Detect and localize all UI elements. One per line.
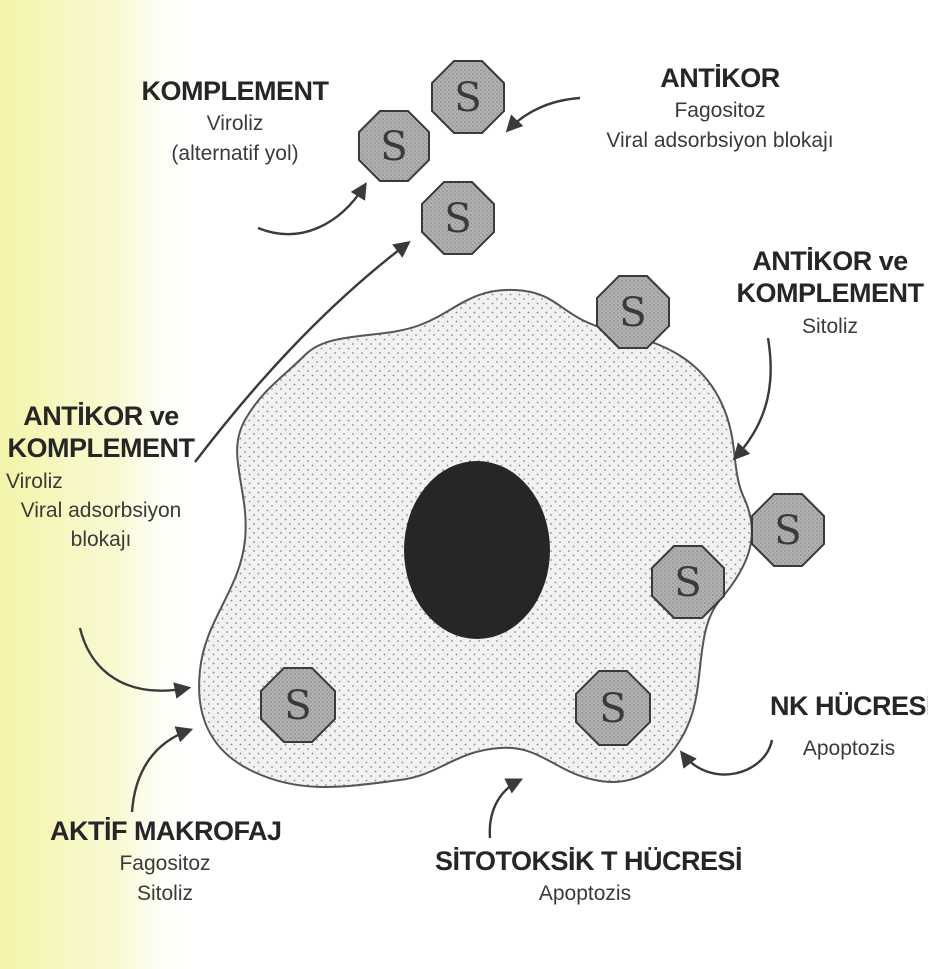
virus-particle: S: [576, 671, 650, 745]
label-title: NK HÜCRESİ: [770, 690, 928, 722]
label-line: Viroliz: [6, 469, 196, 494]
virus-particle: S: [652, 546, 724, 618]
virus-label: S: [674, 560, 701, 606]
arrow-sitotoksik-t: [490, 780, 520, 838]
arrow-komplement-top: [258, 185, 365, 234]
label-line: Sitoliz: [50, 881, 280, 906]
virus-particle: S: [752, 494, 824, 566]
label-aktif-makrofaj: AKTİF MAKROFAJ Fagositoz Sitoliz: [50, 815, 280, 906]
label-title: KOMPLEMENT: [140, 75, 330, 107]
virus-label: S: [599, 686, 626, 732]
virus-particle: S: [359, 111, 429, 181]
label-antikor-komplement-left: ANTİKOR ve KOMPLEMENT Viroliz Viral adso…: [6, 400, 196, 552]
virus-particle: S: [432, 61, 504, 133]
virus-label: S: [444, 196, 471, 242]
label-title: KOMPLEMENT: [6, 432, 196, 464]
label-komplement-top: KOMPLEMENT Viroliz (alternatif yol): [140, 75, 330, 166]
label-line: Apoptozis: [770, 736, 928, 761]
label-title: SİTOTOKSİK T HÜCRESİ: [435, 845, 735, 877]
label-line: Fagositoz: [50, 851, 280, 876]
arrow-antikor-komplement-right: [735, 338, 771, 458]
label-line: Viral adsorbsiyon blokajı: [590, 128, 850, 153]
virus-label: S: [774, 508, 801, 554]
virus-particle: S: [422, 182, 494, 254]
label-title: ANTİKOR ve: [735, 245, 925, 277]
label-line: Viroliz: [140, 111, 330, 136]
label-line: Fagositoz: [590, 98, 850, 123]
label-line: Apoptozis: [435, 881, 735, 906]
label-line: Sitoliz: [735, 314, 925, 339]
virus-label: S: [380, 124, 407, 170]
virus-label: S: [619, 290, 646, 336]
cell-nucleus: [404, 461, 550, 639]
label-antikor-top: ANTİKOR Fagositoz Viral adsorbsiyon blok…: [590, 62, 850, 153]
label-line: (alternatif yol): [140, 141, 330, 166]
virus-label: S: [284, 683, 311, 729]
label-line: Viral adsorbsiyon: [6, 498, 196, 523]
label-title: ANTİKOR: [590, 62, 850, 94]
label-antikor-komplement-right: ANTİKOR ve KOMPLEMENT Sitoliz: [735, 245, 925, 339]
label-title: ANTİKOR ve: [6, 400, 196, 432]
label-line: blokajı: [6, 527, 196, 552]
virus-particle: S: [597, 276, 669, 348]
label-title: KOMPLEMENT: [735, 277, 925, 309]
label-title: AKTİF MAKROFAJ: [50, 815, 280, 847]
virus-particle: S: [261, 668, 335, 742]
arrow-antikor-top: [508, 98, 580, 130]
label-nk-hucresi: NK HÜCRESİ Apoptozis: [770, 690, 928, 762]
virus-label: S: [454, 75, 481, 121]
arrow-nk-hucresi: [682, 740, 772, 774]
label-sitotoksik-t: SİTOTOKSİK T HÜCRESİ Apoptozis: [435, 845, 735, 907]
